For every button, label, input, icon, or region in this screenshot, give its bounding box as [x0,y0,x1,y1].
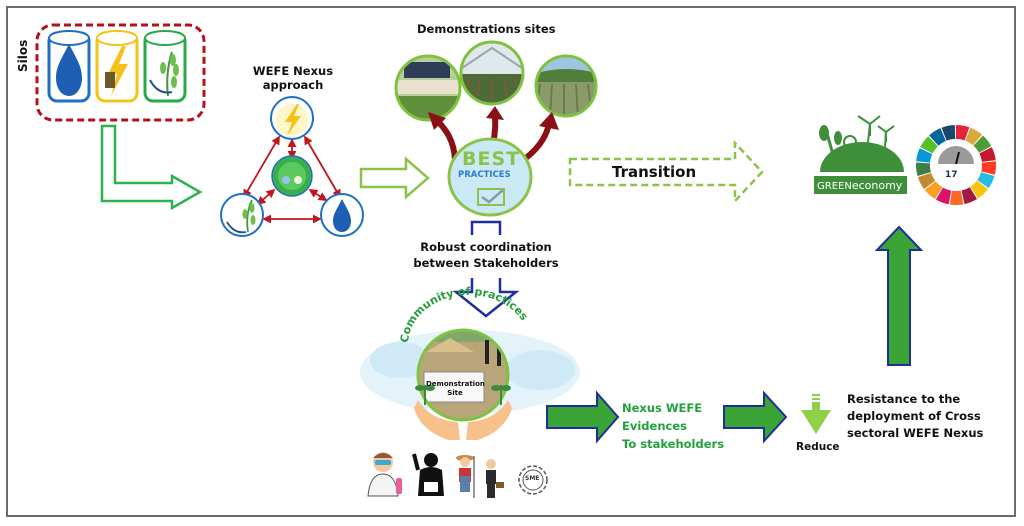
sprout-icon [415,385,425,391]
transition-label: Transition [612,163,697,181]
checkbox-icon [477,188,505,206]
economy-word: economy [851,179,903,192]
green-economy-text: GREENeconomy [817,179,902,192]
farmer-icon [456,455,475,498]
silos-to-nexus-arrow [100,124,203,211]
sign-line2: Site [447,389,463,397]
evidences-line2: Evidences [622,419,687,433]
sme-gear-icon [518,465,548,495]
community-to-evidences-arrow [546,390,620,444]
lightning-icon [108,46,128,96]
demo-site-greenhouse [459,40,525,106]
nexus-node-food [220,193,264,237]
sdg-segment-7 [970,180,988,199]
hand-left [414,400,460,440]
nexus-title-line1: WEFE Nexus [252,64,334,78]
sdg-segment-10 [935,187,952,205]
green-economy-logo [814,115,907,194]
demo-site-solar [394,54,462,122]
coordination-bracket [470,220,502,235]
reduce-arrow-icon [801,394,831,434]
demonstration-sign-text: Demonstration Site [426,380,485,398]
sign-line1: Demonstration [426,380,485,388]
best-practices-badge [447,137,533,217]
silo-water [47,30,91,103]
resistance-line2: deployment of Cross [847,409,981,423]
coordination-line2: between Stakeholders [413,256,559,270]
link-energy-water [304,135,341,199]
coordination-down-arrow [452,278,520,318]
nexus-to-best-practices-arrow [359,156,430,200]
sdg-segment-12 [917,172,936,190]
water-drop-icon [56,44,82,96]
practices-label: PRACTICES [458,170,511,180]
sdg-segment-8 [961,187,978,205]
coordination-text: Robust coordination between Stakeholders [404,239,568,271]
nexus-title: WEFE Nexus approach [245,64,341,92]
sdg-segment-6 [977,172,995,189]
silos-dashed-border [35,23,206,122]
sun-icon [843,135,857,149]
resistance-line1: Resistance to the [847,392,961,406]
arrow-to-site-1 [434,117,458,161]
silo-energy [95,30,139,103]
green-economy-banner [814,176,907,194]
evidences-text: Nexus WEFE Evidences To stakeholders [622,399,724,453]
sdg-segment-17 [941,125,956,141]
checkmark-icon [481,189,504,204]
sdg-segment-14 [916,148,933,163]
nexus-node-energy [270,96,314,140]
nexus-title-line2: approach [262,78,324,92]
resistance-line3: sectoral WEFE Nexus [847,426,984,440]
sdg-segment-9 [949,190,964,205]
evidences-line1: Nexus WEFE [622,401,703,415]
sdg-wheel [915,125,996,205]
community-of-practices [360,328,580,440]
lightning-icon [285,104,301,136]
sdg-segment-1 [956,125,970,141]
sdg-segment-3 [973,135,992,153]
silo-food [143,30,187,103]
demo-site-field [534,54,598,118]
policy-maker-icon [412,453,444,496]
businessman-icon [486,459,504,498]
gauge-icon [938,146,974,164]
nexus-diagram [220,96,364,237]
sdg-segment-13 [915,162,931,176]
wheat-icon [246,199,253,233]
coordination-line1: Robust coordination [420,240,552,254]
best-label: BEST [462,148,521,170]
evidences-line3: To stakeholders [622,437,725,451]
sdg-segment-15 [920,136,938,154]
green-word: GREEN [817,181,852,192]
evidences-to-reduce-arrow [723,390,788,444]
nexus-node-water [320,193,364,237]
sdg-segment-16 [929,128,946,146]
water-drop-icon [333,199,351,232]
stakeholders-row [367,452,548,498]
sdg-number: 17 [945,170,958,180]
reduce-label: Reduce [796,441,840,453]
silos-group [35,23,206,122]
link-eco-water [308,189,328,201]
resistance-text: Resistance to the deployment of Cross se… [847,391,983,442]
nexus-node-ecosystems [271,155,313,197]
sdg-segment-5 [981,161,996,175]
silos-label: Silos [16,39,30,72]
sdg-segment-4 [979,147,996,162]
sdg-segment-11 [924,181,943,200]
ecosystem-icon [278,162,306,190]
sme-label: SME [525,475,540,482]
hand-right [466,400,512,440]
up-arrow [874,225,924,366]
transition-arrow [568,139,764,205]
link-eco-food [256,188,276,206]
sdg-segment-2 [965,127,983,146]
demo-sites-title: Demonstrations sites [417,22,556,36]
link-energy-food [243,135,280,199]
scientist-icon [367,452,402,497]
